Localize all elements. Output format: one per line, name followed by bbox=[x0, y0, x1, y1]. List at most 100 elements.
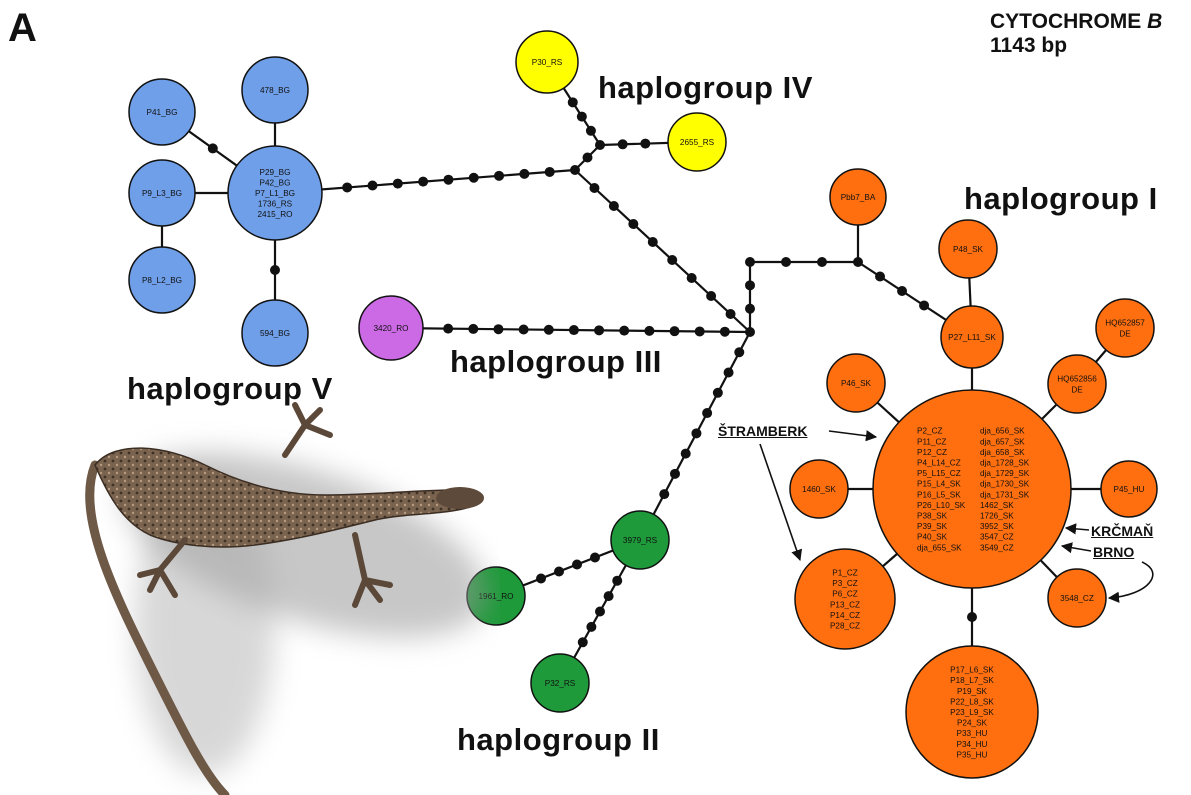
mutation-step bbox=[647, 237, 658, 247]
mutation-step bbox=[781, 257, 791, 267]
mutation-step bbox=[568, 325, 579, 336]
node-circle bbox=[667, 112, 727, 172]
haplotype-label: DE bbox=[1071, 385, 1083, 394]
mutation-step bbox=[706, 291, 717, 301]
haplogroup-iv-label: haplogroup IV bbox=[598, 70, 813, 105]
haplotype-label: 1736_RS bbox=[258, 200, 293, 209]
node-circle bbox=[1047, 568, 1107, 628]
mutation-step bbox=[669, 326, 680, 337]
mutation-step bbox=[723, 367, 734, 378]
haplotype-label: DE bbox=[1119, 329, 1131, 338]
gene-name: CYTOCHROME bbox=[990, 10, 1142, 33]
arrow-stramberk-cz bbox=[759, 443, 803, 562]
haplotype-node-p30: P30_RS bbox=[515, 30, 579, 94]
node-circle bbox=[905, 645, 1039, 779]
mutation-step bbox=[725, 309, 736, 319]
haplotype-label: P5_L15_CZ bbox=[917, 469, 961, 478]
haplotype-label: P22_L8_SK bbox=[950, 697, 994, 706]
haplotype-label: P15_L4_SK bbox=[917, 480, 961, 489]
lizard-photo bbox=[85, 402, 488, 795]
haplotype-node-p41: P41_BG bbox=[128, 78, 196, 146]
haplotype-label: 3547_CZ bbox=[980, 533, 1014, 542]
mutation-step bbox=[392, 178, 403, 189]
mutation-step bbox=[519, 168, 530, 179]
arrow-krcman-hub bbox=[1064, 523, 1090, 535]
haplotype-node-p9: P9_L3_BG bbox=[128, 159, 196, 227]
mutation-step bbox=[897, 285, 908, 296]
haplotype-label: P41_BG bbox=[147, 108, 178, 117]
mutation-step bbox=[691, 428, 702, 439]
haplotype-node-psk: P17_L6_SKP18_L7_SKP19_SKP22_L8_SKP23_L9_… bbox=[905, 645, 1039, 779]
network-edge bbox=[574, 169, 751, 333]
node-circle bbox=[128, 78, 196, 146]
mutation-step bbox=[493, 324, 504, 335]
haplotype-node-p27: P27_L11_SK bbox=[940, 305, 1004, 369]
haplotype-label: 1460_SK bbox=[802, 485, 836, 494]
haplotype-label: P35_HU bbox=[957, 750, 988, 759]
mutation-step bbox=[875, 271, 886, 282]
haplotype-nodes: P41_BG478_BGP29_BGP42_BGP7_L1_BG1736_RS2… bbox=[128, 30, 1158, 779]
haplotype-label: P16_L5_SK bbox=[917, 490, 961, 499]
haplotype-node-pbb7: Pbb7_BA bbox=[829, 168, 887, 226]
haplotype-label: P40_SK bbox=[917, 533, 948, 542]
mutation-step bbox=[544, 166, 555, 177]
haplotype-node-p48: P48_SK bbox=[938, 219, 998, 279]
haplotype-label: Pbb7_BA bbox=[841, 193, 876, 202]
mutation-step bbox=[919, 300, 930, 311]
mutation-step bbox=[589, 552, 600, 563]
haplotype-node-478: 478_BG bbox=[241, 56, 309, 124]
haplotype-label: 3420_RO bbox=[373, 324, 408, 333]
haplotype-label: HQ652856 bbox=[1057, 375, 1097, 384]
node-circle bbox=[358, 295, 424, 361]
mutation-step bbox=[628, 219, 639, 229]
haplotype-label: 594_BG bbox=[260, 329, 290, 338]
arrow-stramberk-hub bbox=[828, 430, 878, 442]
arrow-krcman-3548 bbox=[1107, 561, 1154, 603]
haplotype-label: 478_BG bbox=[260, 86, 290, 95]
haplogroup-ii-label: haplogroup II bbox=[457, 722, 660, 757]
haplotype-label: P3_CZ bbox=[832, 579, 857, 588]
arrow-brno-hub bbox=[1060, 542, 1092, 554]
haplotype-label: P19_SK bbox=[957, 687, 988, 696]
mutation-step bbox=[640, 138, 651, 149]
haplotype-node-p8: P8_L2_BG bbox=[128, 246, 196, 314]
mutation-step bbox=[694, 326, 705, 337]
node-circle bbox=[789, 459, 849, 519]
node-circle bbox=[530, 653, 590, 713]
haplotype-label: 2415_RO bbox=[257, 210, 292, 219]
median-vector bbox=[745, 327, 755, 337]
haplotype-label: P2_CZ bbox=[917, 427, 942, 436]
haplotype-node-p32: P32_RS bbox=[530, 653, 590, 713]
mutation-step bbox=[589, 183, 600, 193]
node-circle bbox=[794, 548, 896, 650]
haplotype-label: P48_SK bbox=[953, 245, 984, 254]
haplotype-node-2655: 2655_RS bbox=[667, 112, 727, 172]
haplotype-label: P34_HU bbox=[957, 740, 988, 749]
haplogroup-i-label: haplogroup I bbox=[964, 181, 1158, 216]
mutation-step bbox=[582, 152, 593, 163]
haplotype-label: P18_L7_SK bbox=[950, 676, 994, 685]
haplotype-label: P30_RS bbox=[532, 58, 563, 67]
haplotype-node-3979: 3979_RS bbox=[610, 510, 670, 570]
haplotype-label: P24_SK bbox=[957, 719, 988, 728]
mutation-step bbox=[745, 303, 755, 314]
haplotype-label: 3952_SK bbox=[980, 522, 1014, 531]
haplotype-label: P17_L6_SK bbox=[950, 666, 994, 675]
mutation-step bbox=[669, 468, 680, 479]
haplotype-label: P7_L1_BG bbox=[255, 189, 295, 198]
haplotype-node-p45: P45_HU bbox=[1100, 460, 1158, 518]
haplotype-label: P4_L14_CZ bbox=[917, 459, 961, 468]
mutation-step bbox=[712, 387, 723, 398]
haplotype-label: P14_CZ bbox=[830, 611, 860, 620]
mutation-step bbox=[603, 591, 614, 602]
mutation-step bbox=[967, 612, 977, 622]
node-circle bbox=[826, 353, 886, 413]
haplotype-label: 2655_RS bbox=[680, 138, 715, 147]
mutation-step bbox=[571, 559, 582, 570]
haplotype-label: dja_1729_SK bbox=[980, 469, 1030, 478]
gene-label: CYTOCHROME B 1143 bp bbox=[990, 10, 1162, 58]
